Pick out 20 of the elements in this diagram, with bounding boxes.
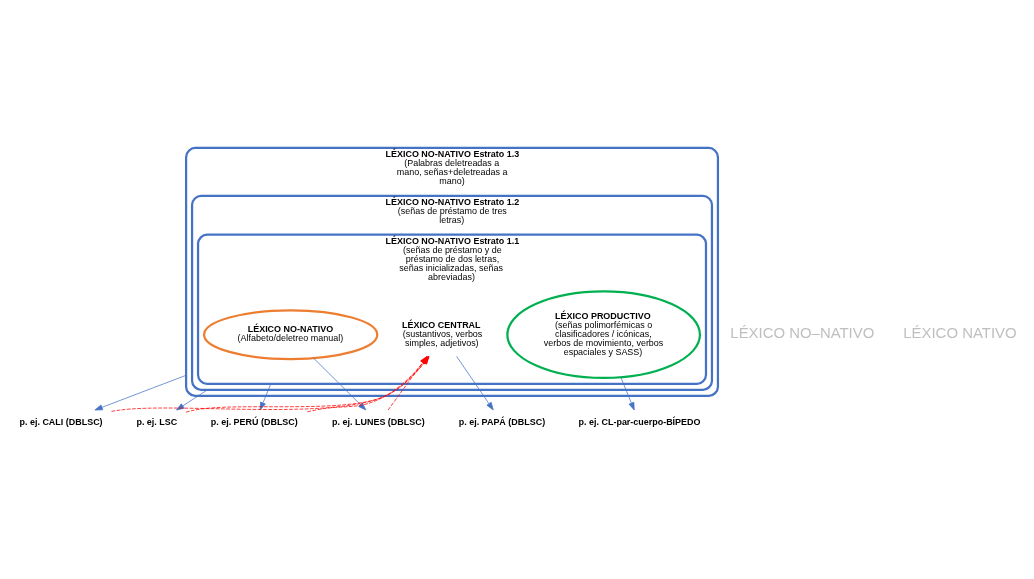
arrow: [259, 383, 272, 411]
node-text: p. ej. CALI (DBLSC): [19, 417, 103, 428]
arrow: [111, 356, 430, 412]
arrow: [306, 356, 429, 413]
node-ellipse: LÉXICO NO-NATIVO (Alfabeto/deletreo manual): [202, 309, 379, 361]
node-text: p. ej. PAPÁ (DBLSC): [458, 417, 546, 428]
arrow: [456, 356, 494, 411]
node-text: p. ej. CL-par-cuerpo-BÍPEDO: [578, 417, 701, 428]
label: LÉXICO NATIVO: [903, 324, 1017, 342]
node-text: p. ej. LSC: [136, 417, 178, 428]
arrow: [94, 374, 187, 411]
arrow: [185, 356, 430, 413]
label: LÉXICO NO–NATIVO: [730, 324, 875, 342]
node-text: LÉXICO CENTRAL (sustantivos, verbos simples, adjetivos): [401, 319, 483, 348]
arrow: [387, 356, 428, 411]
node-text: p. ej. PERÚ (DBLSC): [210, 417, 298, 428]
arrow: [176, 389, 208, 411]
node-ellipse: LÉXICO PRODUCTIVO (señas polimorfémicas o clasificadores / icónicas, verbos de movimiento, verbos espaciales y SASS): [506, 290, 702, 380]
node-text: p. ej. LUNES (DBLSC): [332, 417, 425, 428]
arrow: [313, 357, 367, 411]
